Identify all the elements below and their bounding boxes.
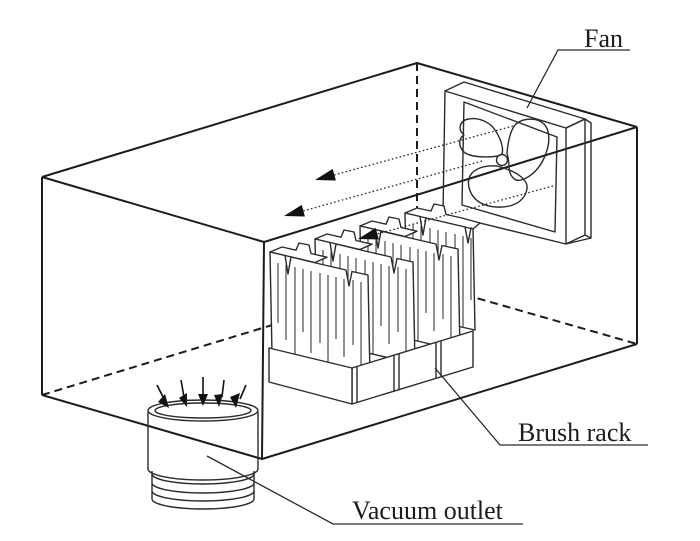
airflow-line-2 [302,160,483,212]
airflow-arrowhead-2 [284,204,305,217]
rack-base [268,330,474,405]
fan-blade-bottom [467,165,528,208]
airflow-arrowhead-1 [315,168,336,181]
bottom-front-edges [41,343,638,460]
vacuum-bottom [151,498,255,510]
fan-label-text: Fan [584,24,623,53]
fan-frame-opening [461,101,558,233]
suction-arrowhead [230,393,240,408]
suction-arrowhead [198,394,208,406]
brush-rack-label-text: Brush rack [518,418,631,447]
fan-frame-right-face [565,118,586,245]
brush-rack-label: Brush rack [434,367,648,447]
brush-top-band [269,242,328,264]
rack-dividers [356,340,442,403]
fan-frame-front [442,90,567,245]
suction-arrowhead [158,394,169,408]
vacuum-body-step [147,468,259,481]
fan-frame-outer-lip [565,118,592,245]
brush-top-band [404,203,481,230]
suction-arrow-line [180,379,185,398]
front-vertical-edge [261,241,265,460]
suction-arrow-line [239,384,247,400]
airflow-arrows [284,125,554,240]
brush-top-band [359,216,418,238]
fan-blade-right [506,118,550,182]
vacuum-body-sides [147,412,259,469]
fan-blade-upper-left [459,117,504,158]
brush-rack [268,203,481,405]
brush-rack-leader-line [434,367,648,446]
vacuum-outlet [147,377,259,510]
rack-front-face [268,347,353,405]
fan-leader-line [526,49,630,109]
vacuum-outlet-leader-line [206,455,523,525]
airflow-arrowhead-3 [358,227,379,240]
brush-1 [269,242,371,378]
suction-arrowhead [214,394,223,407]
suction-arrows [156,377,247,408]
vacuum-lower-sides [151,471,255,499]
top-back-edges [41,62,638,178]
airflow-line-1 [333,125,514,176]
chamber-solid-edges [41,62,638,460]
vacuum-outlet-label-text: Vacuum outlet [352,496,504,525]
airflow-line-3 [376,185,554,235]
brush-bristles [277,263,362,367]
fan-label: Fan [526,24,630,109]
fan [442,81,592,245]
vacuum-outlet-label: Vacuum outlet [206,455,523,525]
suction-arrowhead [179,393,187,407]
brush-top-band [314,229,373,251]
fan-blades-icon [459,117,550,208]
fan-hub [495,153,509,167]
